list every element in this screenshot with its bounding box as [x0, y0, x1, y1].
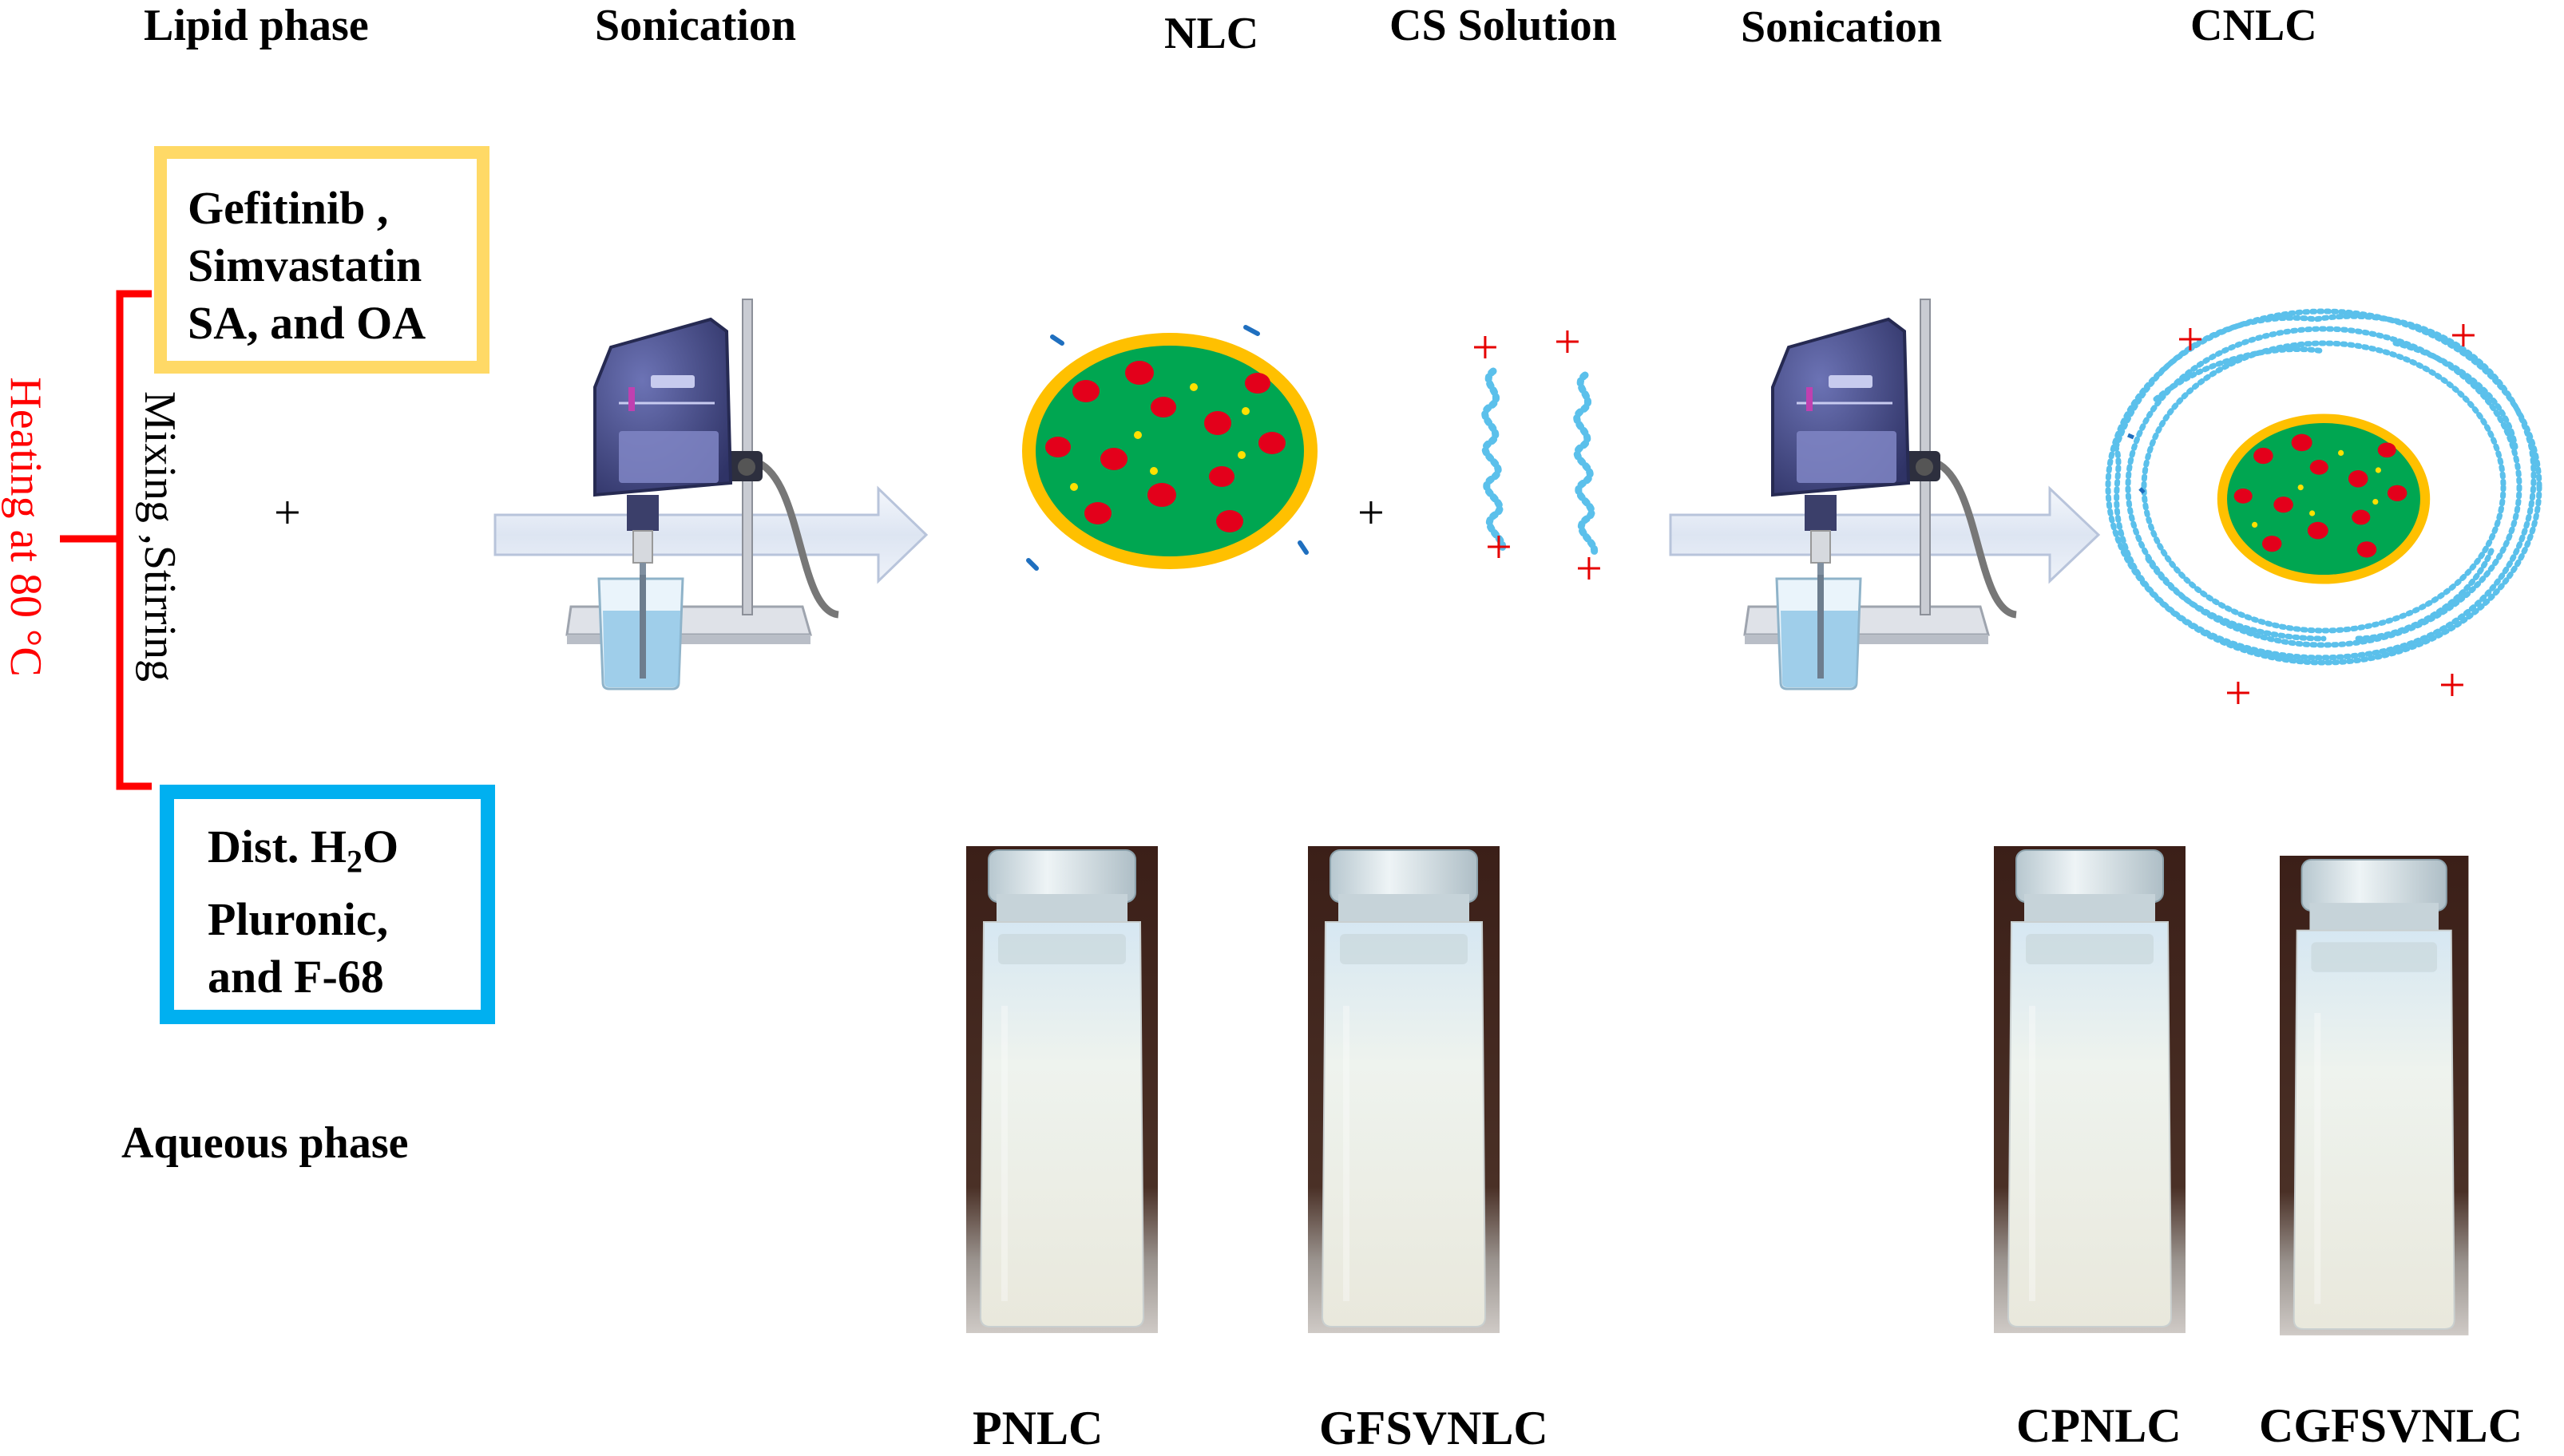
- cs-positive-charge: +: [1554, 315, 1581, 368]
- heading-sonication-2: Sonication: [1741, 2, 1943, 52]
- chitosan-coat: [2105, 308, 2542, 666]
- vial-label-pnlc: PNLC: [973, 1402, 1104, 1454]
- cnlc-positive-charge: +: [2225, 667, 2252, 719]
- heading-nlc: NLC: [1164, 9, 1259, 58]
- lipid-component-line: Gefitinib ,: [188, 182, 389, 234]
- vial-cgfsvnlc: [2280, 856, 2468, 1335]
- process-arrow-2: [1669, 485, 2101, 584]
- heading-aqueous-phase: Aqueous phase: [121, 1118, 409, 1168]
- lipid-component-line: Simvastatin: [188, 239, 422, 291]
- heading-cnlc: CNLC: [2190, 1, 2317, 50]
- cs-positive-charge: +: [1472, 321, 1499, 374]
- vial-label-gfsvnlc: GFSVNLC: [1319, 1402, 1548, 1454]
- cnlc-residual-charges: [2127, 433, 2146, 494]
- heading-sonication-1: Sonication: [595, 1, 797, 50]
- heading-cs-solution: CS Solution: [1389, 1, 1617, 50]
- plus-sign-phases: +: [274, 486, 301, 539]
- vial-pnlc: [966, 846, 1158, 1333]
- aqueous-component-line: and F-68: [208, 950, 384, 1003]
- nlc-negative-charges: [1026, 325, 1309, 571]
- heading-lipid-phase: Lipid phase: [144, 1, 369, 50]
- aqueous-component-line: Dist. H2O: [208, 821, 399, 880]
- cnlc-positive-charge: +: [2177, 313, 2204, 366]
- vial-label-cgfsvnlc: CGFSVNLC: [2259, 1399, 2523, 1452]
- cnlc-positive-charge: +: [2439, 659, 2466, 711]
- plus-sign-cs: +: [1357, 486, 1385, 539]
- lipid-component-line: SA, and OA: [188, 297, 426, 349]
- vial-cpnlc: [1994, 846, 2186, 1333]
- process-arrow-1: [493, 485, 929, 584]
- aqueous-component-line: Pluronic,: [208, 892, 389, 945]
- vial-label-cpnlc: CPNLC: [2016, 1399, 2182, 1452]
- subscript-2: 2: [347, 843, 363, 880]
- cnlc-positive-charge: +: [2450, 309, 2477, 362]
- aqueous-phase-box: Dist. H2O Pluronic, and F-68: [160, 785, 495, 1024]
- lipid-phase-box: Gefitinib , Simvastatin SA, and OA: [154, 146, 489, 374]
- cs-positive-charge: +: [1485, 520, 1512, 573]
- cs-positive-charge: +: [1575, 542, 1603, 595]
- vial-gfsvnlc: [1308, 846, 1500, 1333]
